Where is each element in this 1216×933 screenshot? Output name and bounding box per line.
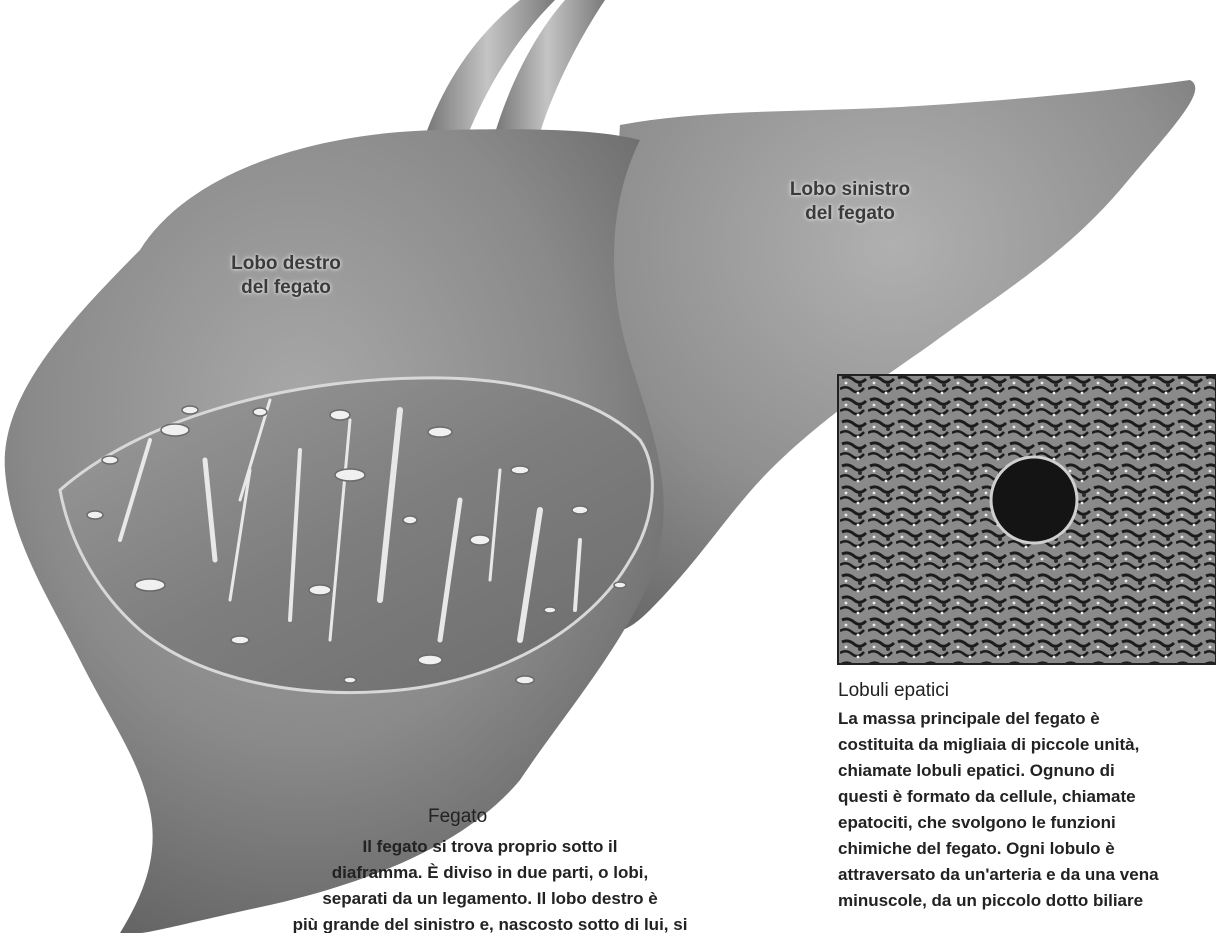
lobuli-line: questi è formato da cellule, chiamate: [838, 784, 1216, 810]
fegato-line: diaframma. È diviso in due parti, o lobi…: [150, 860, 830, 886]
lobuli-line: epatociti, che svolgono le funzioni: [838, 810, 1216, 836]
central-vein: [991, 457, 1077, 543]
fegato-description: Il fegato si trova proprio sotto il diaf…: [150, 834, 830, 933]
fegato-line: separati da un legamento. Il lobo destro…: [150, 886, 830, 912]
right-lobe-label-line: Lobo destro: [196, 252, 376, 276]
lobuli-description: La massa principale del fegato è costitu…: [838, 706, 1216, 914]
left-lobe-label-line: Lobo sinistro: [750, 178, 950, 202]
lobuli-line: chimiche del fegato. Ogni lobulo è: [838, 836, 1216, 862]
right-lobe-label: Lobo destro del fegato: [196, 252, 376, 300]
left-lobe-label-line: del fegato: [750, 202, 950, 226]
lobuli-line: attraversato da un'arteria e da una vena: [838, 862, 1216, 888]
lobuli-line: chiamate lobuli epatici. Ognuno di: [838, 758, 1216, 784]
fegato-line: Il fegato si trova proprio sotto il: [150, 834, 830, 860]
right-lobe-label-line: del fegato: [196, 276, 376, 300]
lobuli-line: costituita da migliaia di piccole unità,: [838, 732, 1216, 758]
lobuli-heading: Lobuli epatici: [838, 680, 949, 702]
left-lobe-label: Lobo sinistro del fegato: [750, 178, 950, 226]
lobuli-line: minuscole, da un piccolo dotto biliare: [838, 888, 1216, 914]
lobuli-line: La massa principale del fegato è: [838, 706, 1216, 732]
fegato-heading: Fegato: [428, 806, 487, 828]
fegato-line: più grande del sinistro e, nascosto sott…: [150, 912, 830, 933]
